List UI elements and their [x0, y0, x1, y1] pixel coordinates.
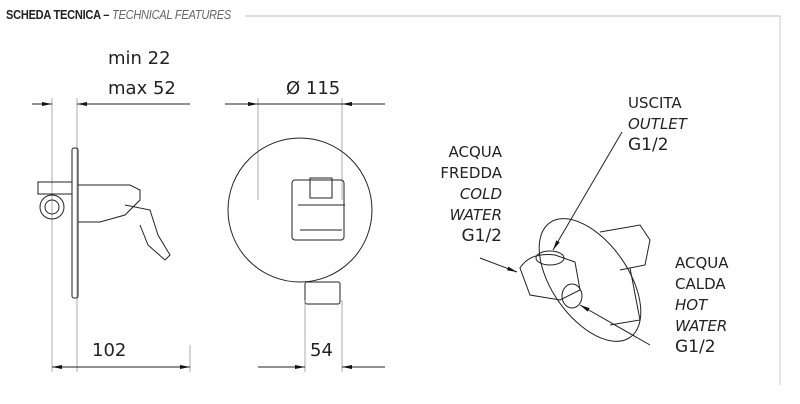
cold-en2: WATER: [449, 206, 502, 224]
outlet-label: USCITA OUTLET G1/2: [628, 93, 687, 156]
cold-size: G1/2: [461, 226, 502, 246]
cold-it1: ACQUA: [448, 143, 502, 161]
hot-en2: WATER: [675, 317, 728, 335]
hot-it1: ACQUA: [675, 254, 729, 272]
cold-en1: COLD: [459, 185, 502, 203]
side-view-drawing: [32, 98, 191, 372]
length-label: 102: [92, 340, 127, 361]
cold-it2: FREDDA: [440, 164, 502, 182]
max-depth-label: max 52: [108, 78, 176, 99]
page-title: SCHEDA TECNICA – TECHNICAL FEATURES: [6, 7, 231, 22]
front-view-drawing: [225, 98, 385, 372]
height-label: 54: [310, 340, 333, 361]
hot-en1: HOT: [675, 296, 708, 314]
cold-water-label: ACQUA FREDDA COLD WATER G1/2: [400, 142, 502, 247]
hot-water-label: ACQUA CALDA HOT WATER G1/2: [675, 253, 729, 358]
iso-view-drawing: [479, 131, 651, 346]
title-italian: SCHEDA TECNICA: [6, 7, 101, 22]
outlet-it: USCITA: [628, 94, 682, 112]
outlet-en: OUTLET: [628, 115, 687, 133]
outlet-size: G1/2: [628, 135, 669, 155]
title-english: TECHNICAL FEATURES: [111, 7, 232, 22]
min-depth-label: min 22: [108, 48, 171, 69]
diameter-label: Ø 115: [286, 78, 341, 99]
hot-size: G1/2: [675, 337, 716, 357]
title-separator: –: [103, 7, 110, 22]
hot-it2: CALDA: [675, 275, 726, 293]
